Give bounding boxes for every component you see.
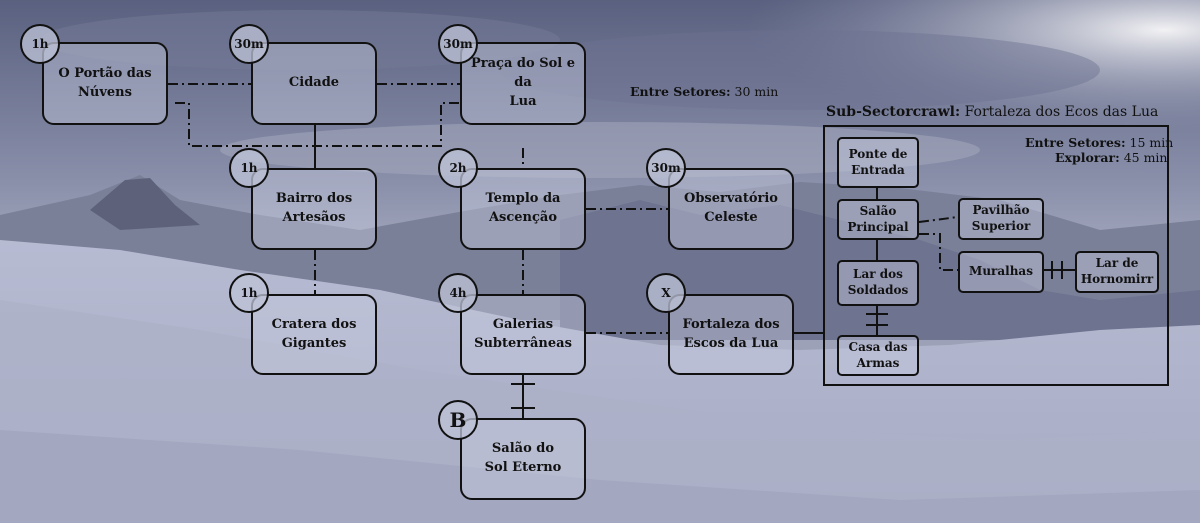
subnode-ponte-de-entrada: Ponte de Entrada	[837, 137, 919, 188]
subnode-muralhas: Muralhas	[958, 251, 1044, 293]
node-cratera-dos-gigantes: Cratera dos Gigantes	[251, 294, 377, 375]
time-badge-portao: 1h	[20, 24, 60, 64]
time-badge-templo: 2h	[438, 148, 478, 188]
node-galerias-subterraneas: Galerias Subterrâneas	[460, 294, 586, 375]
time-badge-cratera: 1h	[229, 273, 269, 313]
time-badge-praca: 30m	[438, 24, 478, 64]
subcrawl-explore-note: Explorar: 45 min	[1055, 150, 1168, 165]
subnode-lar-dos-soldados: Lar dos Soldados	[837, 260, 919, 306]
node-cidade: Cidade	[251, 42, 377, 125]
between-sectors-note: Entre Setores: 30 min	[630, 84, 779, 99]
time-badge-fortaleza: X	[646, 273, 686, 313]
node-fortaleza-dos-escos-da-lua: Fortaleza dos Escos da Lua	[668, 294, 794, 375]
subnode-pavilhao-superior: Pavilhão Superior	[958, 198, 1044, 240]
time-badge-cidade: 30m	[229, 24, 269, 64]
boss-badge-salao: B	[438, 400, 478, 440]
time-badge-bairro: 1h	[229, 148, 269, 188]
node-portao-das-nuvens: O Portão das Núvens	[42, 42, 168, 125]
node-salao-do-sol-eterno: Salão do Sol Eterno	[460, 418, 586, 500]
node-bairro-dos-artesaos: Bairro dos Artesãos	[251, 168, 377, 250]
time-badge-observatorio: 30m	[646, 148, 686, 188]
subnode-casa-das-armas: Casa das Armas	[837, 335, 919, 376]
time-badge-galerias: 4h	[438, 273, 478, 313]
subnode-lar-de-hornomirr: Lar de Hornomirr	[1075, 251, 1159, 293]
subcrawl-panel	[823, 125, 1169, 386]
subcrawl-title: Sub-Sectorcrawl: Fortaleza dos Ecos das …	[826, 104, 1159, 120]
node-observatorio-celeste: Observatório Celeste	[668, 168, 794, 250]
subcrawl-between-note: Entre Setores: 15 min	[1025, 135, 1174, 150]
subnode-salao-principal: Salão Principal	[837, 199, 919, 240]
node-templo-da-ascencao: Templo da Ascenção	[460, 168, 586, 250]
node-praca-do-sol-e-da-lua: Praça do Sol e da Lua	[460, 42, 586, 125]
